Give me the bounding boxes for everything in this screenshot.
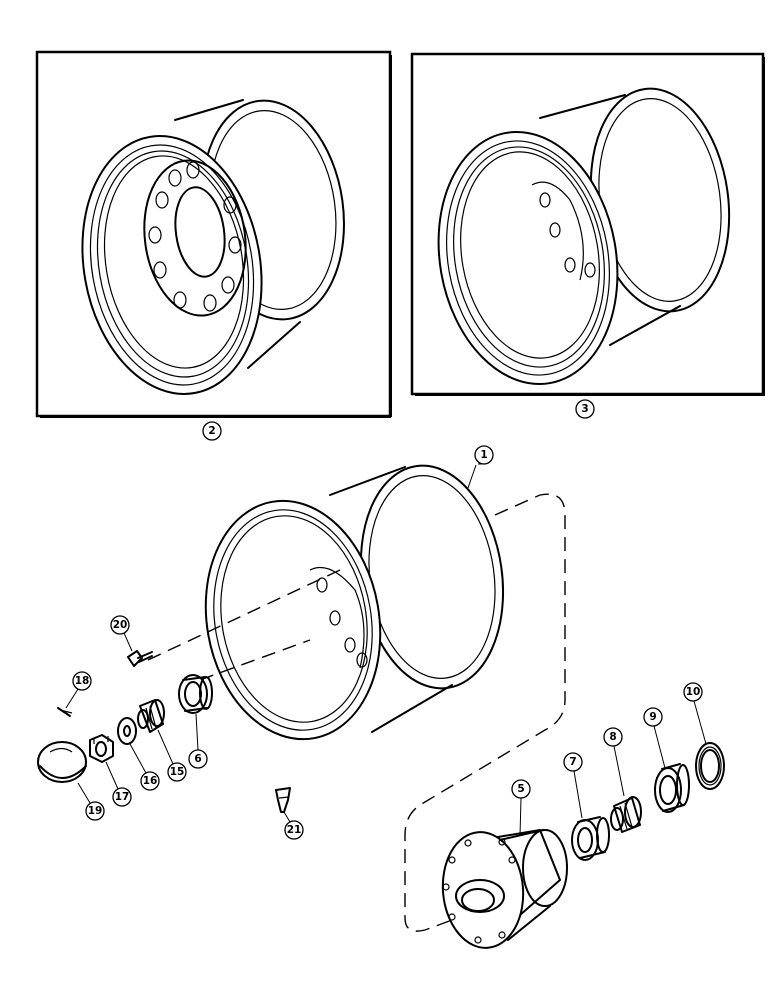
callout-19: 19 — [85, 801, 105, 821]
callout-9: 9 — [643, 707, 663, 727]
callout-3: 3 — [575, 399, 595, 419]
wheel-1 — [204, 464, 505, 741]
castle-nut-17 — [89, 734, 114, 763]
ring-9 — [654, 763, 690, 813]
callout-1: 1 — [474, 445, 494, 465]
rim-3 — [437, 87, 731, 386]
svg-text:9: 9 — [649, 711, 656, 723]
panel-wheel-3: 3 — [410, 52, 765, 419]
svg-text:5: 5 — [517, 783, 524, 795]
rim-2 — [81, 99, 345, 395]
callout-16: 16 — [140, 771, 160, 791]
bearing-cone-15 — [137, 699, 165, 733]
assembly-dashed-lines — [147, 493, 566, 932]
svg-text:17: 17 — [115, 791, 130, 803]
svg-text:16: 16 — [143, 775, 158, 787]
svg-text:15: 15 — [170, 766, 185, 778]
svg-text:18: 18 — [75, 675, 90, 687]
callout-2: 2 — [202, 421, 222, 441]
hub-5 — [441, 829, 568, 949]
svg-text:10: 10 — [686, 686, 701, 698]
callout-1-group: 1 — [467, 445, 494, 489]
svg-text:7: 7 — [569, 756, 576, 768]
svg-text:2: 2 — [208, 425, 215, 437]
washer-16 — [117, 717, 137, 745]
bearing-cup-6 — [178, 674, 213, 714]
callout-20: 20 — [110, 615, 130, 635]
bearing-cup-7 — [571, 816, 610, 861]
callout-5: 5 — [511, 779, 531, 799]
svg-text:19: 19 — [88, 805, 103, 817]
callout-8: 8 — [603, 727, 623, 747]
svg-text:8: 8 — [609, 731, 616, 743]
bearing-cone-8 — [610, 796, 642, 833]
valve-stem-21 — [275, 787, 291, 813]
callout-17: 17 — [112, 787, 132, 807]
svg-text:3: 3 — [581, 403, 588, 415]
bolt-20 — [127, 650, 153, 667]
svg-text:21: 21 — [287, 824, 302, 836]
main-assembly: 1 20 18 — [37, 445, 725, 949]
callout-7: 7 — [563, 752, 583, 772]
hub-cap-19 — [37, 741, 87, 783]
callout-15: 15 — [167, 762, 187, 782]
cotter-pin-18 — [57, 707, 73, 717]
svg-text:6: 6 — [194, 753, 201, 765]
callout-6: 6 — [188, 749, 208, 769]
callout-18: 18 — [72, 671, 92, 691]
callout-21: 21 — [284, 820, 304, 840]
callout-10: 10 — [683, 682, 703, 702]
panel-wheel-2: 2 — [35, 50, 392, 441]
svg-text:20: 20 — [113, 619, 128, 631]
seal-10 — [695, 742, 725, 790]
svg-text:1: 1 — [480, 449, 487, 461]
